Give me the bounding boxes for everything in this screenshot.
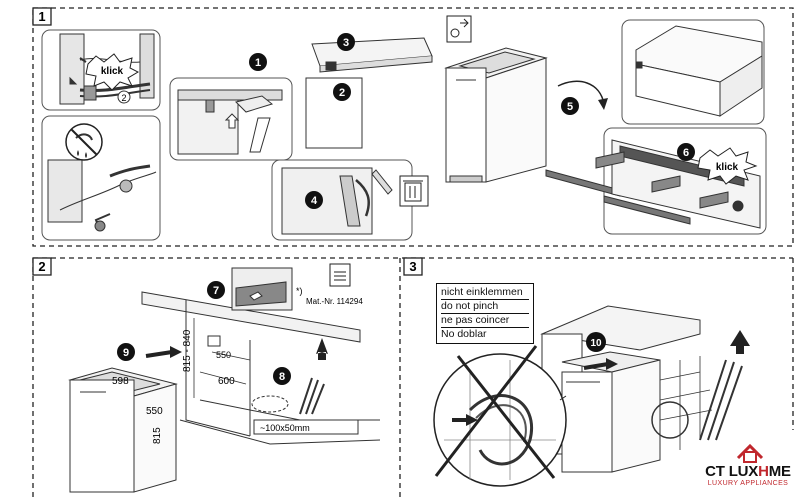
push-arrow (583, 362, 609, 370)
kick-strips (545, 169, 691, 225)
brand-name-part2: H (758, 463, 769, 480)
dim-appliance-height: 815 (152, 427, 163, 444)
brand-tagline: LUXURY APPLIANCES (707, 480, 789, 487)
panel-number-text: 2 (38, 259, 45, 274)
step-1-marker: 1 (249, 53, 267, 71)
panel-1-frame (32, 7, 794, 247)
step-number: 7 (213, 285, 219, 297)
step-number: 3 (343, 37, 349, 49)
hose-connection-drawing (59, 33, 155, 105)
klick-burst-2: klick (697, 147, 758, 185)
panel-number-text: 3 (409, 259, 416, 274)
dim-height-range: 815 - 840 (182, 329, 193, 372)
warning-line-fr: ne pas coincer (441, 314, 529, 328)
step-number: 5 (567, 101, 573, 113)
step-7-marker: 7 (207, 281, 225, 299)
step-markers: 1 2 3 4 5 6 7 8 9 10 (117, 33, 695, 385)
sheet-icon (329, 263, 351, 287)
brand-name-part3: ME (768, 463, 791, 480)
panel3-cabinet (540, 305, 701, 473)
panel-frames (32, 7, 794, 500)
dim-appliance-width: 598 (112, 376, 129, 387)
step-number: 2 (339, 87, 345, 99)
step-4-marker: 4 (305, 191, 323, 209)
remove-strip-drawing (281, 167, 411, 235)
step-2-marker: 2 (333, 83, 351, 101)
brand-name-part1: CT LUX (705, 463, 759, 480)
step-number: 6 (683, 147, 689, 159)
floor-cutout-hoses (251, 377, 359, 435)
magnifier-line (559, 395, 567, 401)
step-5-marker: 5 (561, 97, 579, 115)
arrow-head (170, 346, 182, 358)
warning-line-de: nicht einklemmen (441, 286, 529, 300)
up-arrow (316, 338, 328, 360)
klick-label: klick (101, 66, 124, 77)
footnote-marker: *) (296, 286, 303, 296)
dim-appliance-depth: 550 (146, 406, 163, 417)
dishwasher-with-lid (305, 37, 433, 149)
dim-depth-cutout: 550 (216, 350, 231, 360)
step-8-marker: 8 (273, 367, 291, 385)
panel-number-text: 1 (38, 9, 45, 24)
brand-logo-house-icon (736, 443, 764, 463)
dim-floor-cutout: ~100x50mm (260, 423, 310, 433)
power-disconnect-icon (446, 15, 472, 43)
no-pinch-magnifier (433, 345, 567, 487)
warning-line-en: do not pinch (441, 300, 529, 314)
brand-name: CT LUXHME (700, 464, 796, 480)
push-arrow (145, 350, 173, 358)
brand-logo: CT LUXHME LUXURY APPLIANCES (700, 430, 796, 494)
klick-label: klick (716, 162, 739, 173)
warning-label-box: nicht einklemmen do not pinch ne pas coi… (436, 283, 534, 344)
step5-arrow (557, 80, 605, 105)
part-number: Mat.-Nr. 114294 (306, 297, 363, 306)
up-arrow (730, 330, 750, 354)
dimension-lines (193, 318, 251, 398)
tile-wall (659, 356, 713, 450)
panel-number-2: 2 (32, 257, 52, 276)
worktop-screw-drawing (177, 89, 283, 155)
no-drip-drawing (47, 159, 157, 232)
step-number: 1 (255, 57, 261, 69)
trash-bin-icon (399, 175, 429, 207)
prohibited-drip-icon (65, 123, 103, 161)
panel2-dishwasher (68, 367, 178, 493)
top-view-drawing (635, 25, 763, 117)
panel-number-1: 1 (32, 7, 52, 26)
worktop-detail (231, 267, 293, 311)
circled-step-label: 2 (121, 93, 126, 103)
circled-step-marker: 2 (117, 90, 131, 104)
panel3-hoses (651, 359, 743, 441)
step-number: 8 (279, 371, 285, 383)
step-9-marker: 9 (117, 343, 135, 361)
warning-line-es: No doblar (441, 328, 487, 340)
step-6-marker: 6 (677, 143, 695, 161)
step-number: 9 (123, 347, 129, 359)
step-3-marker: 3 (337, 33, 355, 51)
step-number: 10 (590, 338, 602, 349)
step-10-marker: 10 (586, 332, 606, 352)
step-number: 4 (311, 195, 318, 207)
freestanding-dishwasher (444, 47, 548, 183)
panel-number-3: 3 (403, 257, 423, 276)
dim-width-cutout: 600 (218, 376, 235, 387)
arrow-head (598, 98, 608, 110)
arrow-head (606, 358, 618, 370)
klick-burst-1: klick (85, 53, 140, 91)
